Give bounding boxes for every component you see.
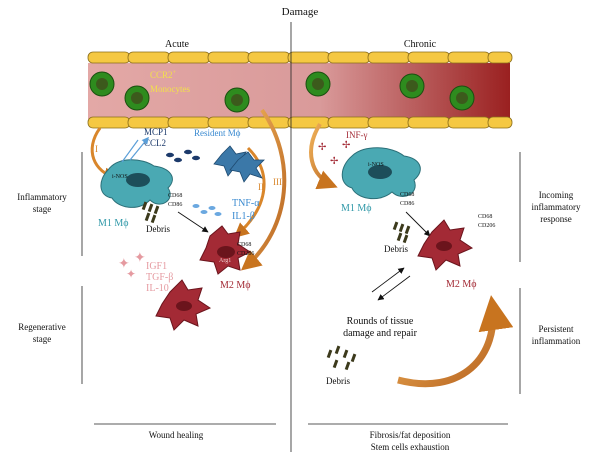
inos-label-chronic: i-NOS	[368, 162, 384, 168]
reversible-arrow-up	[371, 267, 405, 293]
cd68-label-m2-chronic: CD68	[478, 214, 492, 220]
arrow-iii	[240, 108, 287, 271]
monocyte-cell	[89, 71, 115, 97]
monocyte-cell	[305, 71, 331, 97]
m1-label-acute: M1 Mϕ	[98, 218, 129, 229]
mcp1-label: MCP1	[144, 127, 168, 137]
cd68-label-acute: CD68	[168, 193, 182, 199]
ifn-sparkles: ✢ ✢ ✢	[318, 140, 350, 167]
m1-nucleus	[126, 173, 150, 187]
vessel-lumen	[88, 63, 510, 119]
svg-text:✦: ✦	[126, 267, 136, 281]
monocyte-cell	[449, 85, 475, 111]
m1-to-m2-arrow	[177, 211, 209, 233]
chemokine-arrow	[129, 136, 149, 161]
inos-label-acute: i-NOS	[112, 174, 128, 180]
tgfb-label: TGF-β	[146, 272, 173, 283]
acute-label: Acute	[165, 39, 189, 50]
tnf-label: TNF-α	[232, 198, 260, 209]
m2-nucleus	[217, 246, 235, 258]
svg-text:✢: ✢	[330, 156, 338, 167]
debris-label-acute: Debris	[146, 224, 170, 234]
m1-to-m2-arrow-chronic	[405, 211, 431, 237]
arrow-i-label: I	[95, 144, 98, 154]
fibrosis-label: Fibrosis/fat deposition	[370, 430, 451, 440]
m2-nucleus	[176, 301, 192, 311]
debris-label-chronic: Debris	[384, 244, 408, 254]
resident-macrophage	[229, 151, 265, 183]
igf1-label: IGF1	[146, 261, 167, 272]
cd86-label-chronic: CD86	[400, 201, 414, 207]
blood-vessel: CCR2+ Monocytes	[87, 51, 513, 129]
chemokine-arrow	[121, 139, 139, 163]
cd86-label-acute: CD86	[168, 202, 182, 208]
debris-chronic-bottom	[326, 345, 357, 371]
m1-label-chronic: M1 Mϕ	[341, 203, 372, 214]
cd68-label-chronic: CD68	[400, 192, 414, 198]
chronic-recruitment-arrow	[309, 122, 338, 190]
arrow-iii-label: III	[273, 177, 282, 187]
stem-cells-label: Stem cells exhaustion	[371, 442, 450, 452]
debris-chronic	[392, 221, 411, 244]
il10-label: IL-10	[146, 283, 169, 294]
arrow-ii	[233, 146, 266, 238]
cd68-label-m2-acute: CD68	[237, 242, 251, 248]
ifn-label: INF-γ	[346, 130, 367, 140]
cytokine-dots	[192, 204, 222, 216]
chemokine-dots	[166, 149, 200, 163]
growth-factor-sparkles: ✦ ✦ ✦	[118, 251, 146, 281]
persistent-cycle-arrow	[397, 295, 514, 388]
svg-text:✦: ✦	[134, 251, 146, 266]
debris-label-chronic-bottom: Debris	[326, 376, 350, 386]
monocytes-label: Monocytes	[150, 84, 190, 94]
resident-macrophage-label: Resident Mϕ	[194, 128, 241, 138]
m1-nucleus	[368, 165, 392, 179]
chronic-label: Chronic	[404, 39, 437, 50]
svg-text:✢: ✢	[342, 140, 350, 151]
cd206-label-chronic: CD206	[478, 223, 495, 229]
m2-nucleus	[436, 241, 452, 251]
reversible-arrow-down	[377, 275, 411, 301]
monocyte-cell	[224, 87, 250, 113]
ccr2-label: CCR2+	[150, 70, 177, 80]
monocyte-cell	[399, 73, 425, 99]
debris-acute	[141, 201, 160, 224]
vessel-wall-top	[87, 51, 513, 64]
vessel-wall-bottom	[87, 116, 513, 129]
m2-label-chronic: M2 Mϕ	[446, 279, 477, 290]
m2-label-acute: M2 Mϕ	[220, 280, 251, 291]
il1-label: IL1-β	[232, 211, 255, 222]
arg1-label: Arg1	[219, 258, 231, 264]
damage-label: Damage	[282, 6, 319, 18]
svg-text:✦: ✦	[118, 257, 130, 272]
cd206-label-acute: CD206	[237, 251, 254, 257]
arrow-ii-label: II	[258, 182, 264, 192]
ccl2-label: CCL2	[144, 138, 166, 148]
wound-healing-label: Wound healing	[149, 430, 204, 440]
svg-text:✢: ✢	[318, 142, 326, 153]
monocyte-cell	[124, 85, 150, 111]
